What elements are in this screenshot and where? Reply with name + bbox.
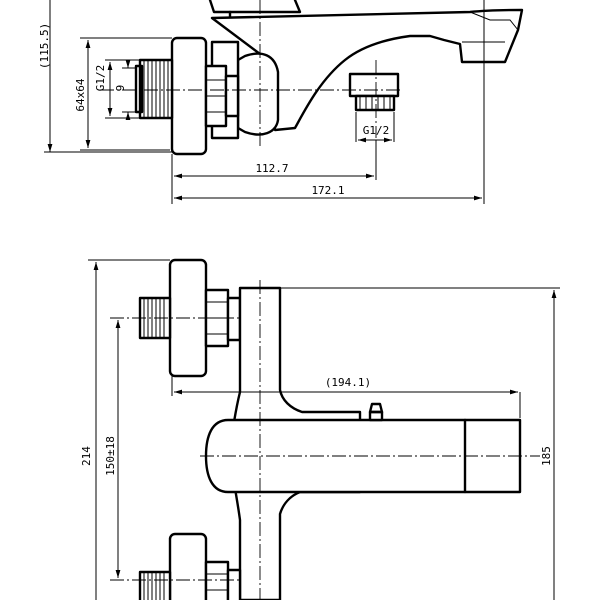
front-view-lower-flange: [168, 532, 208, 600]
dim-outlet-offset: 112.7: [171, 140, 377, 204]
front-view-lower-inlet: [138, 570, 172, 600]
dim-thread-depth: 9: [114, 60, 136, 120]
top-view-inlet-thread: [134, 58, 174, 120]
front-view: (194.1) 214 150±18 185: [80, 258, 560, 600]
dim-inlet-spacing-label: 150±18: [104, 436, 117, 476]
dim-spout-length: (194.1): [171, 376, 521, 418]
dim-overall-depth: 172.1: [174, 0, 485, 204]
top-view-outlet: [348, 72, 400, 112]
dim-height-overall-label: (115.5): [38, 23, 51, 69]
top-view: (115.5) 64x64 G1/2 9 G1/2: [38, 0, 524, 204]
top-view-flange: [170, 36, 208, 156]
dim-flange-size: 64x64: [74, 37, 172, 151]
dim-inlet-thread-label: G1/2: [94, 65, 107, 92]
dim-overall-depth-label: 172.1: [311, 184, 344, 197]
dim-flange-size-label: 64x64: [74, 78, 87, 111]
dim-overall-width-label: 214: [80, 446, 93, 466]
dim-outlet-offset-label: 112.7: [255, 162, 288, 175]
dim-overall-width: 214: [80, 259, 170, 600]
dim-inlet-spacing: 150±18: [104, 320, 121, 578]
dim-body-width-label: 185: [540, 446, 553, 466]
dim-height-overall: (115.5): [38, 0, 172, 153]
dim-spout-length-label: (194.1): [325, 376, 371, 389]
front-view-upper-nut: [204, 288, 242, 348]
dim-thread-depth-label: 9: [114, 85, 127, 92]
dim-outlet-thread: G1/2: [355, 112, 395, 143]
dim-body-width: 185: [280, 287, 560, 600]
dim-outlet-thread-label: G1/2: [363, 124, 390, 137]
dim-inlet-thread: G1/2: [94, 59, 140, 119]
top-view-nut: [204, 64, 240, 128]
front-view-lower-nut: [204, 560, 242, 600]
